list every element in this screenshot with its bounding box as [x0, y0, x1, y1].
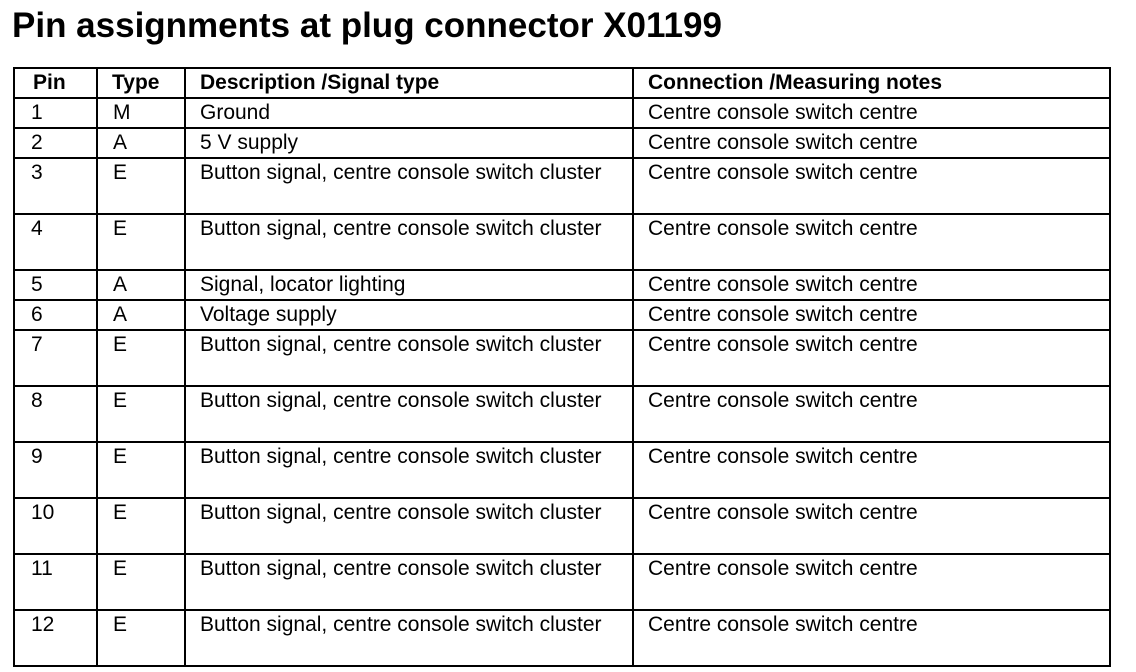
cell-connection: Centre console switch centre: [632, 609, 1111, 667]
table-header-row: Pin Type Description /Signal type Connec…: [13, 67, 1111, 99]
cell-type: E: [96, 157, 186, 215]
cell-connection: Centre console switch centre: [632, 385, 1111, 443]
table-row: 12 E Button signal, centre console switc…: [13, 609, 1111, 667]
column-header-type: Type: [96, 67, 186, 99]
table-row: 1 M Ground Centre console switch centre: [13, 97, 1111, 129]
cell-connection: Centre console switch centre: [632, 127, 1111, 159]
cell-description: Button signal, centre console switch clu…: [184, 441, 634, 499]
pin-assignment-table: Pin Type Description /Signal type Connec…: [13, 67, 1111, 667]
cell-type: A: [96, 299, 186, 331]
cell-description: Button signal, centre console switch clu…: [184, 329, 634, 387]
table-row: 3 E Button signal, centre console switch…: [13, 157, 1111, 215]
cell-type: E: [96, 213, 186, 271]
cell-description: 5 V supply: [184, 127, 634, 159]
cell-pin: 11: [13, 553, 98, 611]
cell-pin: 5: [13, 269, 98, 301]
cell-description: Signal, locator lighting: [184, 269, 634, 301]
table-row: 2 A 5 V supply Centre console switch cen…: [13, 127, 1111, 159]
column-header-pin: Pin: [13, 67, 98, 99]
table-row: 7 E Button signal, centre console switch…: [13, 329, 1111, 387]
table-row: 5 A Signal, locator lighting Centre cons…: [13, 269, 1111, 301]
cell-description: Ground: [184, 97, 634, 129]
table-row: 10 E Button signal, centre console switc…: [13, 497, 1111, 555]
cell-description: Button signal, centre console switch clu…: [184, 609, 634, 667]
cell-type: M: [96, 97, 186, 129]
cell-type: A: [96, 127, 186, 159]
cell-connection: Centre console switch centre: [632, 497, 1111, 555]
cell-pin: 2: [13, 127, 98, 159]
table-row: 6 A Voltage supply Centre console switch…: [13, 299, 1111, 331]
cell-connection: Centre console switch centre: [632, 553, 1111, 611]
cell-connection: Centre console switch centre: [632, 299, 1111, 331]
cell-type: E: [96, 497, 186, 555]
cell-connection: Centre console switch centre: [632, 213, 1111, 271]
cell-pin: 3: [13, 157, 98, 215]
column-header-description: Description /Signal type: [184, 67, 634, 99]
cell-pin: 6: [13, 299, 98, 331]
cell-connection: Centre console switch centre: [632, 97, 1111, 129]
cell-pin: 9: [13, 441, 98, 499]
cell-type: A: [96, 269, 186, 301]
cell-type: E: [96, 553, 186, 611]
cell-description: Button signal, centre console switch clu…: [184, 385, 634, 443]
cell-pin: 12: [13, 609, 98, 667]
cell-description: Voltage supply: [184, 299, 634, 331]
table-row: 4 E Button signal, centre console switch…: [13, 213, 1111, 271]
cell-description: Button signal, centre console switch clu…: [184, 157, 634, 215]
cell-pin: 4: [13, 213, 98, 271]
cell-pin: 8: [13, 385, 98, 443]
cell-description: Button signal, centre console switch clu…: [184, 497, 634, 555]
table-row: 11 E Button signal, centre console switc…: [13, 553, 1111, 611]
cell-type: E: [96, 329, 186, 387]
table-row: 8 E Button signal, centre console switch…: [13, 385, 1111, 443]
cell-connection: Centre console switch centre: [632, 441, 1111, 499]
cell-pin: 1: [13, 97, 98, 129]
cell-connection: Centre console switch centre: [632, 269, 1111, 301]
cell-description: Button signal, centre console switch clu…: [184, 553, 634, 611]
cell-type: E: [96, 441, 186, 499]
page-title: Pin assignments at plug connector X01199: [12, 6, 722, 45]
cell-connection: Centre console switch centre: [632, 157, 1111, 215]
cell-description: Button signal, centre console switch clu…: [184, 213, 634, 271]
cell-pin: 7: [13, 329, 98, 387]
cell-type: E: [96, 385, 186, 443]
cell-pin: 10: [13, 497, 98, 555]
column-header-connection: Connection /Measuring notes: [632, 67, 1111, 99]
cell-type: E: [96, 609, 186, 667]
cell-connection: Centre console switch centre: [632, 329, 1111, 387]
table-row: 9 E Button signal, centre console switch…: [13, 441, 1111, 499]
